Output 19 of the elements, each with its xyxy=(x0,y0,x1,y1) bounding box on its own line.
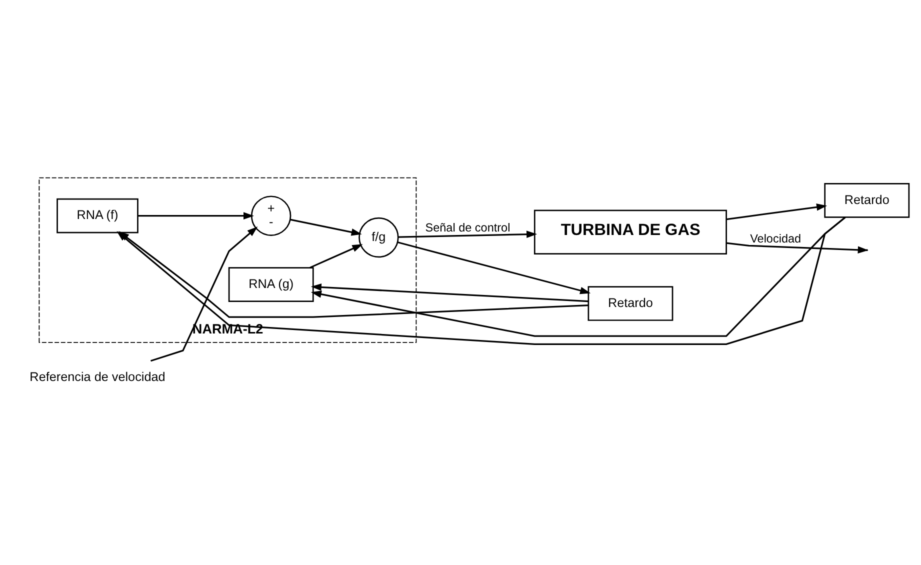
arrow xyxy=(310,244,363,268)
edge-label: Velocidad xyxy=(750,232,802,246)
arrow xyxy=(310,284,588,302)
node-box: Retardo xyxy=(588,286,674,321)
arrow xyxy=(398,230,538,238)
edge-label: Señal de control xyxy=(425,222,510,235)
node-circle: f/g xyxy=(358,217,399,258)
arrow xyxy=(290,218,362,236)
node-circle: + - xyxy=(250,196,292,236)
arrow xyxy=(397,241,591,294)
node-box: RNA (g) xyxy=(228,267,314,302)
node-box: Retardo xyxy=(824,183,910,218)
node-box: RNA (f) xyxy=(56,198,138,234)
node-text: Referencia de velocidad xyxy=(30,370,166,384)
arrow xyxy=(310,216,846,337)
arrow xyxy=(138,212,254,220)
arrow xyxy=(726,203,828,220)
arrow xyxy=(150,226,258,362)
node-box: TURBINA DE GAS xyxy=(534,210,727,254)
